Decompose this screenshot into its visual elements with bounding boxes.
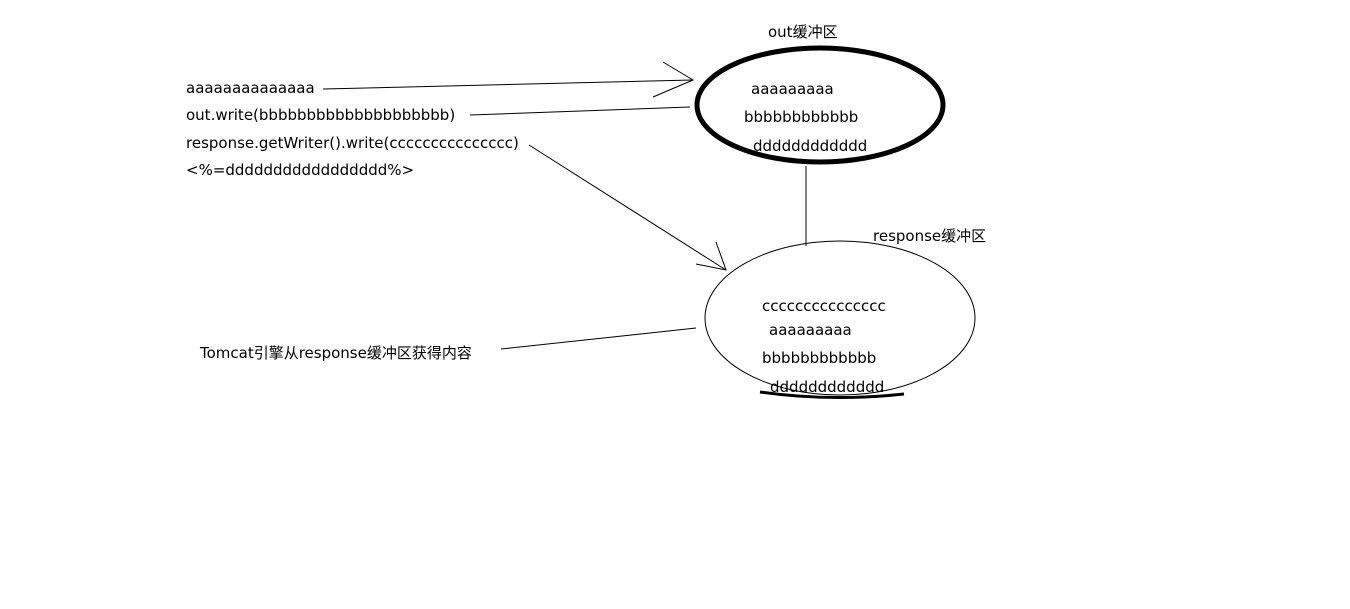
response-buffer-content-a: aaaaaaaaa bbox=[769, 321, 852, 339]
out-buffer-content-b: bbbbbbbbbbbb bbox=[744, 108, 859, 126]
response-buffer-content-b: bbbbbbbbbbbb bbox=[762, 349, 877, 367]
source-line-expression: <%=ddddddddddddddddd%> bbox=[186, 161, 415, 179]
response-buffer-title: response缓冲区 bbox=[873, 227, 987, 245]
tomcat-line bbox=[500, 327, 697, 350]
tomcat-label: Tomcat引擎从response缓冲区获得内容 bbox=[200, 344, 472, 362]
arrow-c-head bbox=[695, 241, 727, 271]
arrow-a-shaft bbox=[322, 79, 694, 90]
source-line-a: aaaaaaaaaaaaaa bbox=[186, 79, 315, 97]
out-buffer-ellipse bbox=[694, 45, 946, 165]
response-buffer-bottom-arc bbox=[759, 390, 905, 400]
response-buffer-content-d: dddddddddddd bbox=[770, 378, 885, 396]
arrow-b-line bbox=[469, 106, 691, 116]
out-buffer-content-d: dddddddddddd bbox=[753, 137, 868, 155]
source-line-out-write: out.write(bbbbbbbbbbbbbbbbbbbb) bbox=[186, 106, 456, 124]
out-buffer-content-a: aaaaaaaaa bbox=[751, 80, 834, 98]
response-buffer-ellipse bbox=[704, 240, 976, 396]
source-line-response-write: response.getWriter().write(ccccccccccccc… bbox=[186, 134, 519, 152]
response-buffer-content-c: ccccccccccccccc bbox=[762, 297, 886, 315]
arrow-c-shaft bbox=[528, 144, 727, 271]
arrow-a-head bbox=[652, 61, 695, 98]
out-buffer-title: out缓冲区 bbox=[768, 23, 838, 41]
